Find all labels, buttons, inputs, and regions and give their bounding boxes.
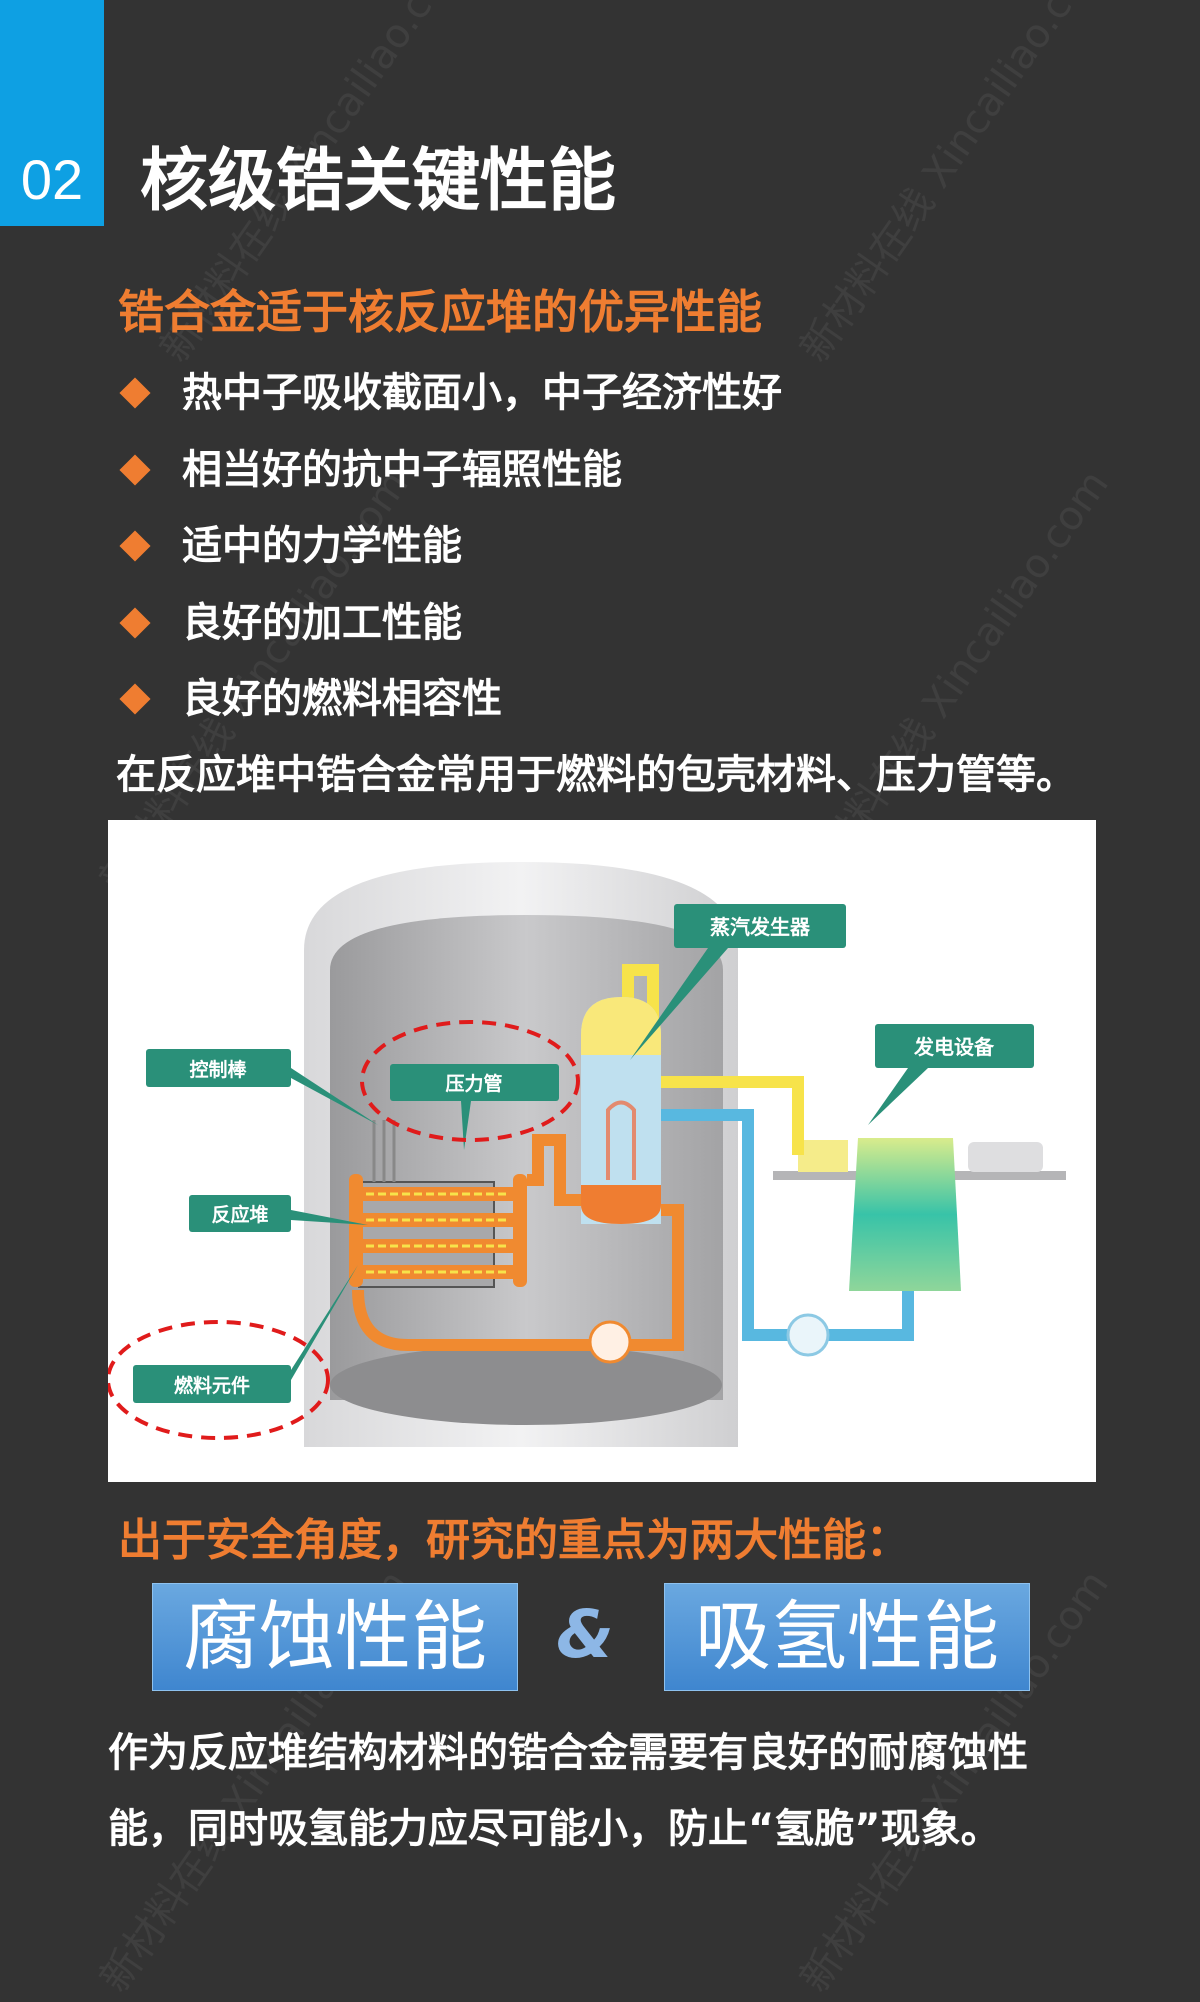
highlight-fuel-element	[106, 1320, 330, 1440]
diamond-bullet-icon	[119, 454, 151, 486]
bullet-item: 良好的燃料相容性	[119, 674, 502, 724]
subtitle: 锆合金适于核反应堆的优异性能	[118, 285, 762, 339]
bullet-text: 相当好的抗中子辐照性能	[182, 447, 622, 493]
diamond-bullet-icon	[119, 683, 151, 715]
usage-text: 在反应堆中锆合金常用于燃料的包壳材料、压力管等。	[116, 752, 1076, 798]
highlight-pressure-tube	[360, 1020, 580, 1142]
label-text: 控制棒	[189, 1058, 247, 1081]
bullet-text: 热中子吸收截面小，中子经济性好	[182, 370, 782, 416]
conclusion-line: 作为反应堆结构材料的锆合金需要有良好的耐腐蚀性	[108, 1730, 1028, 1776]
diamond-bullet-icon	[119, 530, 151, 562]
reactor-diagram: 蒸汽发生器 发电设备 控制棒 压力管 反应堆 燃料元件	[106, 820, 1096, 1482]
focus-heading: 出于安全角度，研究的重点为两大性能：	[118, 1515, 910, 1566]
watermark: 新材料在线 Xincailiao.com	[791, 0, 1118, 371]
coolant-pump-icon	[588, 1320, 632, 1364]
bullet-text: 良好的加工性能	[182, 600, 462, 646]
label-text: 发电设备	[913, 1035, 995, 1059]
label-control-rod: 控制棒	[146, 1049, 291, 1087]
section-number: 02	[20, 148, 84, 211]
ampersand: &	[556, 1596, 614, 1673]
bullet-text: 良好的燃料相容性	[182, 676, 502, 722]
label-text: 反应堆	[211, 1203, 268, 1226]
label-power-equipment: 发电设备	[875, 1024, 1034, 1068]
label-fuel-element: 燃料元件	[133, 1365, 291, 1403]
turbine	[849, 1138, 961, 1291]
property-box-corrosion: 腐蚀性能	[152, 1583, 518, 1691]
page-title: 核级锆关键性能	[140, 142, 617, 221]
bullet-item: 相当好的抗中子辐照性能	[119, 445, 622, 495]
reactor-diagram-svg: 蒸汽发生器 发电设备 控制棒 压力管 反应堆 燃料元件	[106, 862, 1066, 1447]
label-text: 压力管	[445, 1072, 502, 1095]
bullet-item: 良好的加工性能	[119, 598, 462, 648]
label-steam-generator: 蒸汽发生器	[674, 904, 846, 948]
diamond-bullet-icon	[119, 607, 151, 639]
section-tab	[0, 0, 104, 226]
containment-inner	[330, 915, 723, 1400]
label-text: 蒸汽发生器	[710, 915, 811, 939]
bullet-text: 适中的力学性能	[182, 523, 462, 569]
label-reactor: 反应堆	[189, 1195, 291, 1232]
label-text: 燃料元件	[174, 1374, 250, 1397]
feed-pump-icon	[786, 1313, 830, 1357]
diamond-bullet-icon	[119, 377, 151, 409]
label-pressure-tube: 压力管	[390, 1064, 559, 1101]
conclusion-line: 能，同时吸氢能力应尽可能小，防止“氢脆”现象。	[108, 1806, 1001, 1852]
bullet-item: 适中的力学性能	[119, 521, 462, 571]
property-box-hydrogen-absorption: 吸氢性能	[664, 1583, 1030, 1691]
bullet-item: 热中子吸收截面小，中子经济性好	[119, 368, 782, 418]
